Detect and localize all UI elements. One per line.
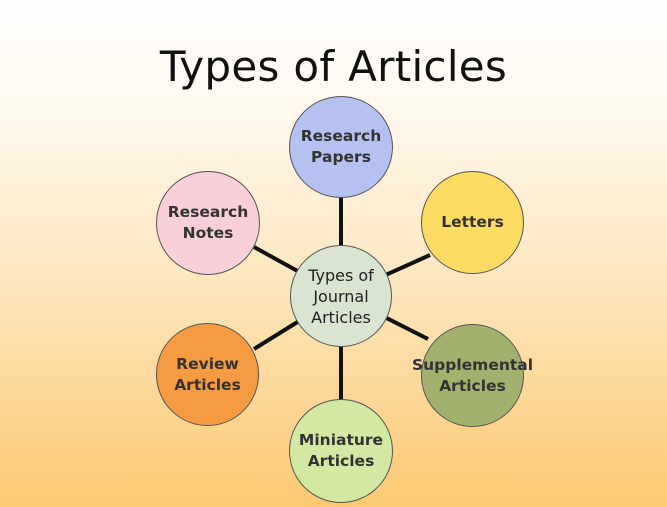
node-miniature-articles: Miniature Articles: [289, 399, 393, 503]
node-research-papers: Research Papers: [289, 96, 393, 198]
node-letters: Letters: [421, 171, 524, 274]
node-research-notes-label: Research Notes: [167, 203, 249, 242]
center-node-label: Types of Journal Articles: [308, 265, 374, 327]
node-letters-label: Letters: [441, 213, 504, 231]
node-supplemental-articles: Supplemental Articles: [412, 324, 533, 427]
node-research-papers-label: Research Papers: [300, 127, 382, 166]
node-review-articles: Review Articles: [156, 323, 259, 426]
page-title: Types of Articles: [159, 42, 508, 91]
node-supplemental-articles-label: Supplemental Articles: [411, 355, 534, 395]
node-review-articles-label: Review Articles: [174, 354, 241, 394]
node-types-of-journal-articles: Types of Journal Articles: [290, 245, 392, 347]
node-research-notes: Research Notes: [156, 171, 260, 275]
node-miniature-articles-label: Miniature Articles: [298, 431, 384, 470]
